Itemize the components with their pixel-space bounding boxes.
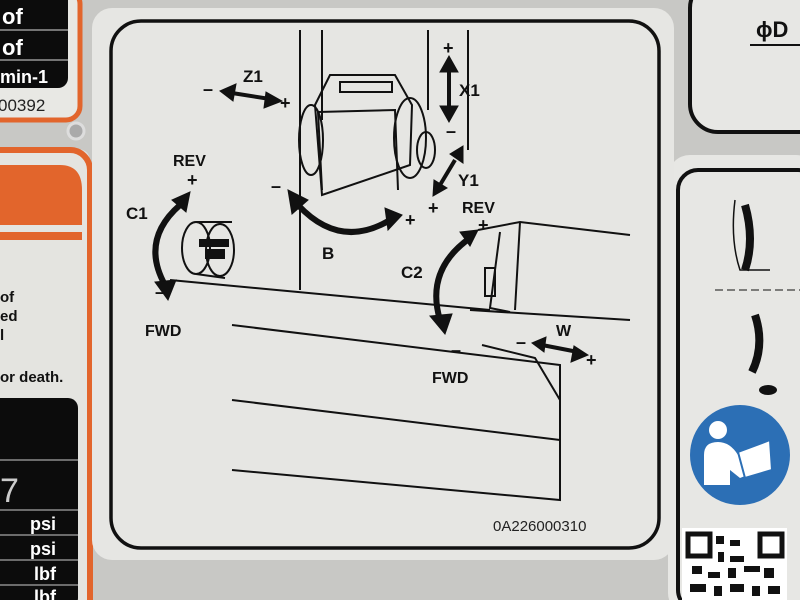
x1-plus: + (443, 38, 454, 58)
right-top-label: ϕD (688, 0, 800, 134)
c1-label: C1 (126, 204, 148, 223)
warning-text: ed (0, 308, 18, 325)
part-number: 00392 (0, 96, 45, 115)
c2-label: C2 (401, 263, 423, 282)
c1-minus: – (155, 282, 165, 302)
diameter-label: ϕD (756, 17, 788, 42)
warning-text: l (0, 327, 4, 344)
c2-minus: – (451, 340, 461, 360)
y1-plus: + (428, 198, 439, 218)
row-text: min-1 (0, 67, 48, 87)
w-plus: + (586, 350, 597, 370)
spec-value: 7 (0, 472, 19, 510)
c2-rev: REV (462, 200, 495, 217)
unit-text: lbf (34, 587, 57, 600)
y1-label: Y1 (458, 171, 479, 190)
c1-fwd: FWD (145, 323, 181, 340)
part-number: 0A226000310 (493, 518, 586, 535)
qr-code (682, 528, 787, 600)
z1-minus: – (203, 79, 213, 99)
row-text: of (2, 35, 23, 60)
c2-fwd: FWD (432, 370, 468, 387)
z1-plus: + (280, 93, 291, 113)
c1-rev: REV (173, 153, 206, 170)
x1-label: X1 (459, 81, 480, 100)
axis-labels: Z1 – + + X1 – Y1 + – + B REV + C1 – FWD … (126, 38, 597, 387)
left-warning-label: of ed l or death. 7 psi psi lbf lbf (0, 147, 93, 600)
left-top-label: of of min-1 00392 (0, 0, 83, 123)
b-minus: – (271, 176, 281, 196)
screw-icon (66, 121, 86, 141)
row-text: of (2, 4, 23, 29)
w-minus: – (516, 332, 526, 352)
w-label: W (556, 323, 572, 340)
b-plus: + (405, 210, 416, 230)
unit-text: psi (30, 514, 56, 534)
right-bottom-label (668, 155, 800, 600)
warning-text: or death. (0, 369, 63, 386)
c1-plus: + (187, 170, 198, 190)
axis-arrows (152, 54, 590, 363)
x1-minus: – (446, 121, 456, 141)
read-manual-icon (690, 405, 790, 505)
unit-text: psi (30, 539, 56, 559)
axis-diagram-label: Z1 – + + X1 – Y1 + – + B REV + C1 – FWD … (92, 8, 674, 560)
z1-label: Z1 (243, 67, 263, 86)
b-label: B (322, 244, 334, 263)
unit-text: lbf (34, 564, 57, 584)
warning-text: of (0, 289, 15, 306)
c2-plus: + (478, 215, 489, 235)
